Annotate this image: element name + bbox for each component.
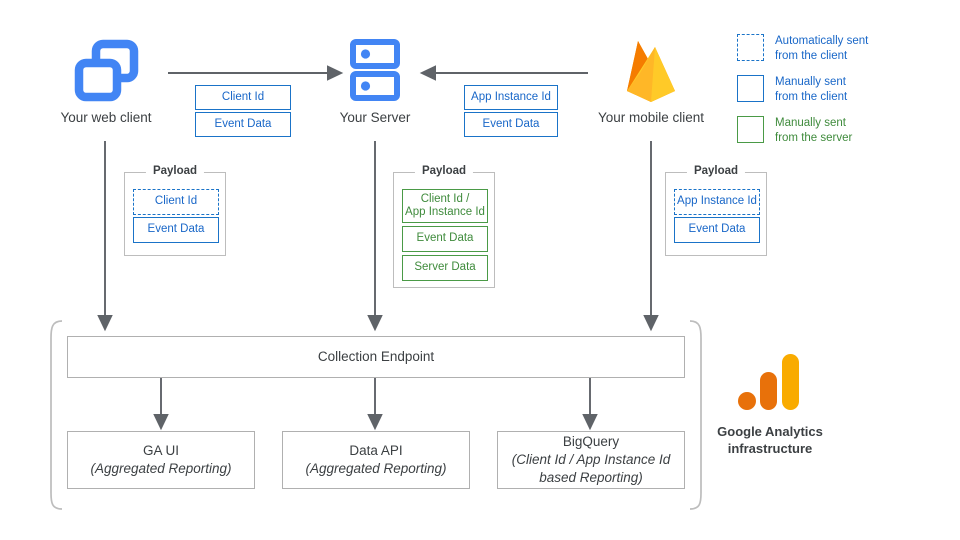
legend-label-manual-server: Manually sent from the server [775, 116, 852, 147]
payload-web-item-event-data: Event Data [133, 217, 219, 243]
transfer-chip-event-data-web: Event Data [195, 112, 291, 137]
collection-endpoint-box: Collection Endpoint [67, 336, 685, 378]
payload-mobile-title: Payload [686, 165, 746, 177]
transfer-chip-app-instance-id: App Instance Id [464, 85, 558, 110]
output-bigquery-subtitle: (Client Id / App Instance Id based Repor… [511, 452, 671, 485]
collection-endpoint-label: Collection Endpoint [317, 349, 435, 365]
transfer-chip-event-data-mobile: Event Data [464, 112, 558, 137]
browser-windows-icon [74, 39, 139, 102]
payload-server-title: Payload [414, 165, 474, 177]
payload-server-item-server-data: Server Data [402, 255, 488, 281]
legend-auto-client-line1: Automatically sent [775, 35, 869, 47]
legend-manual-client-line1: Manually sent [775, 76, 846, 88]
infrastructure-caption-line1: Google Analytics [717, 424, 823, 439]
output-bigquery-title: BigQuery [562, 434, 620, 450]
output-ga-ui-box: GA UI (Aggregated Reporting) [67, 431, 255, 489]
infrastructure-caption-line2: infrastructure [727, 440, 813, 456]
payload-mobile-item-event-data: Event Data [674, 217, 760, 243]
infrastructure-bracket-left [50, 320, 63, 510]
source-server-label: Your Server [339, 110, 411, 125]
payload-mobile-item-app-instance-id: App Instance Id [674, 189, 760, 215]
output-data-api-title: Data API [349, 443, 403, 459]
payload-mobile: Payload App Instance Id Event Data [665, 165, 767, 256]
legend-label-manual-client: Manually sent from the client [775, 75, 847, 106]
payload-web: Payload Client Id Event Data [124, 165, 226, 256]
transfer-chip-client-id: Client Id [195, 85, 291, 110]
payload-server: Payload Client Id / App Instance Id Even… [393, 165, 495, 288]
server-stack-icon [350, 39, 400, 101]
legend-item-manual-client: Manually sent from the client [737, 75, 847, 106]
output-ga-ui-title: GA UI [142, 443, 179, 459]
source-server [340, 36, 410, 104]
legend-item-auto-client: Automatically sent from the client [737, 34, 868, 65]
legend-swatch-solid-blue [737, 75, 764, 102]
legend-item-manual-server: Manually sent from the server [737, 116, 852, 147]
output-bigquery-box: BigQuery (Client Id / App Instance Id ba… [497, 431, 685, 489]
payload-server-item-event-data: Event Data [402, 226, 488, 252]
output-data-api-box: Data API (Aggregated Reporting) [282, 431, 470, 489]
source-web-client [60, 34, 152, 106]
legend-label-auto-client: Automatically sent from the client [775, 34, 868, 65]
legend-swatch-dashed-blue [737, 34, 764, 61]
payload-web-item-client-id: Client Id [133, 189, 219, 215]
legend-auto-client-line2: from the client [775, 50, 848, 63]
legend-manual-server-line1: Manually sent [775, 117, 846, 129]
payload-server-item-ids: Client Id / App Instance Id [402, 189, 488, 223]
output-data-api-subtitle: (Aggregated Reporting) [305, 461, 447, 476]
output-ga-ui-subtitle: (Aggregated Reporting) [90, 461, 232, 476]
firebase-flame-icon [627, 41, 675, 102]
legend-manual-client-line2: from the client [775, 91, 848, 104]
google-analytics-logo [736, 352, 804, 414]
source-web-client-label: Your web client [60, 110, 152, 125]
payload-web-title: Payload [145, 165, 205, 177]
infrastructure-caption: Google Analytics infrastructure [690, 424, 850, 458]
source-mobile-client [614, 34, 688, 106]
infrastructure-bracket-right [689, 320, 702, 510]
legend-swatch-solid-green [737, 116, 764, 143]
legend-manual-server-line2: from the server [775, 132, 853, 145]
source-mobile-client-label: Your mobile client [597, 110, 705, 125]
